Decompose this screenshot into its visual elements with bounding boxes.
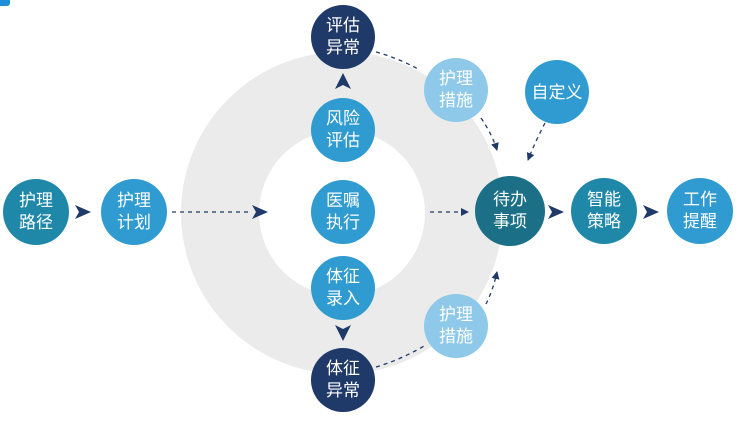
- node-care-plan-line2: 计划: [117, 213, 151, 233]
- node-work-reminder: 工作 提醒: [667, 178, 733, 244]
- node-medical-order-line2: 执行: [326, 213, 360, 233]
- node-vital-abnormal: 体征 异常: [311, 348, 375, 412]
- node-care-measure-bottom-line2: 措施: [439, 327, 473, 347]
- dashed-assessment-to-measure: [375, 51, 421, 71]
- dashed-vital-to-measure: [375, 345, 425, 368]
- arrow-chevron-todo-to-strategy: [548, 205, 564, 219]
- node-smart-strategy-line1: 智能: [587, 190, 621, 210]
- node-care-path-line2: 路径: [19, 213, 53, 233]
- node-risk-assessment: 风险 评估: [311, 98, 375, 162]
- node-assessment-abnormal-line1: 评估: [326, 16, 360, 36]
- node-care-measure-top-line2: 措施: [439, 91, 473, 111]
- node-vital-entry-line2: 录入: [326, 289, 360, 309]
- node-custom-label: 自定义: [532, 83, 583, 103]
- node-medical-order: 医嘱 执行: [311, 180, 375, 244]
- node-care-plan: 护理 计划: [101, 179, 167, 245]
- dashed-custom-to-todo: [526, 122, 546, 161]
- arrow-chevron-vital-to-abnormal: [335, 325, 351, 341]
- node-vital-entry-line1: 体征: [326, 267, 360, 287]
- node-care-path: 护理 路径: [3, 179, 69, 245]
- node-assessment-abnormal: 评估 异常: [311, 5, 375, 69]
- node-care-measure-top-line1: 护理: [439, 69, 473, 89]
- node-risk-assessment-line2: 评估: [326, 131, 360, 151]
- node-vital-abnormal-line2: 异常: [326, 381, 360, 401]
- node-smart-strategy: 智能 策略: [571, 178, 637, 244]
- node-smart-strategy-line2: 策略: [587, 212, 621, 232]
- corner-accent: [0, 0, 10, 6]
- node-vital-entry: 体征 录入: [311, 256, 375, 320]
- arrow-chevron-path-to-plan: [75, 205, 91, 219]
- node-work-reminder-line2: 提醒: [683, 212, 717, 232]
- node-todo-line2: 事项: [493, 212, 527, 232]
- dashed-measure-to-todo-bottom: [485, 271, 500, 305]
- node-care-measure-top: 护理 措施: [424, 58, 488, 122]
- node-care-measure-bottom-line1: 护理: [439, 305, 473, 325]
- arrow-chevron-plan-to-order: [252, 205, 268, 219]
- node-todo-line1: 待办: [493, 190, 527, 210]
- node-care-plan-line1: 护理: [117, 191, 151, 211]
- node-custom: 自定义: [525, 60, 589, 124]
- node-care-measure-bottom: 护理 措施: [424, 294, 488, 358]
- node-assessment-abnormal-line2: 异常: [326, 38, 360, 58]
- dashed-measure-to-todo: [480, 117, 499, 151]
- node-todo: 待办 事项: [475, 176, 545, 246]
- node-vital-abnormal-line1: 体征: [326, 359, 360, 379]
- arrow-chevron-strategy-to-reminder: [643, 205, 659, 219]
- node-work-reminder-line1: 工作: [683, 190, 717, 210]
- node-care-path-line1: 护理: [19, 191, 53, 211]
- node-medical-order-line1: 医嘱: [326, 191, 360, 211]
- arrow-chevron-risk-to-abnormal: [335, 73, 351, 89]
- node-risk-assessment-line1: 风险: [326, 109, 360, 129]
